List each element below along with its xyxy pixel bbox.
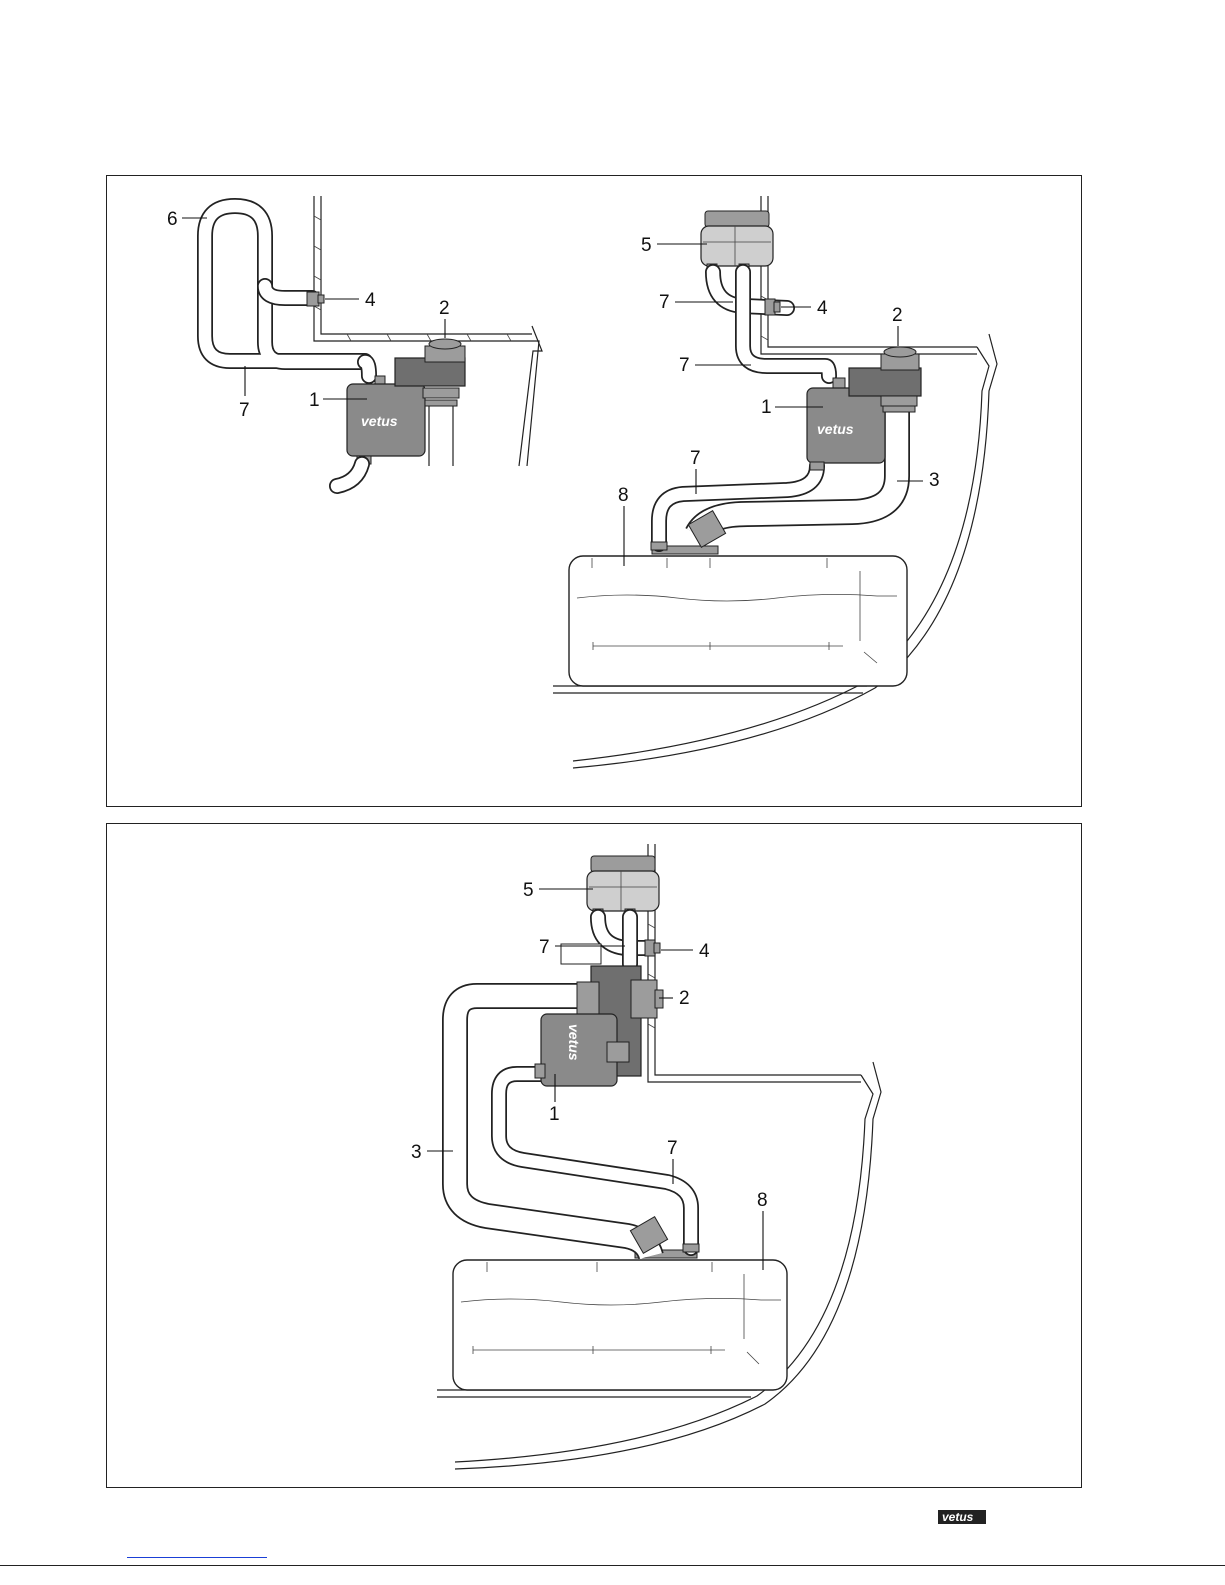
label-2-right: 2 <box>892 305 903 326</box>
vetus-logo-icon: vetus <box>938 1508 990 1526</box>
label-4-bottom: 4 <box>699 941 710 962</box>
label-7a-bottom: 7 <box>539 937 550 958</box>
label-8-bottom: 8 <box>757 1190 768 1211</box>
label-7a-right: 7 <box>659 292 670 313</box>
diagram-panel-bottom: vetus 5 7 4 2 1 3 7 8 <box>106 823 1082 1488</box>
bottom-filter-icon <box>587 856 659 917</box>
label-8-right: 8 <box>618 485 629 506</box>
left-vent-fitting <box>307 292 319 306</box>
label-5-bottom: 5 <box>523 880 534 901</box>
label-4-right: 4 <box>817 298 828 319</box>
bottom-muffler-brand: vetus <box>566 1024 582 1061</box>
label-6: 6 <box>167 209 178 230</box>
label-7b-right: 7 <box>679 355 690 376</box>
label-1-right: 1 <box>761 397 772 418</box>
svg-text:vetus: vetus <box>942 1510 974 1524</box>
right-holding-tank-icon <box>569 546 907 686</box>
bottom-holding-tank-icon <box>453 1250 787 1390</box>
diagram-bottom-svg: vetus 5 7 4 2 1 3 7 8 <box>107 824 1083 1489</box>
label-2-left: 2 <box>439 298 450 319</box>
label-7c-right: 7 <box>690 448 701 469</box>
label-2-bottom: 2 <box>679 988 690 1009</box>
label-5-right: 5 <box>641 235 652 256</box>
label-7-left: 7 <box>239 400 250 421</box>
left-hose-loop <box>205 206 365 362</box>
label-1-bottom: 1 <box>549 1104 560 1125</box>
label-4-left: 4 <box>365 290 376 311</box>
diagram-top-svg: vetus 6 4 2 7 1 <box>107 176 1083 808</box>
label-3-bottom: 3 <box>411 1142 422 1163</box>
label-1-left: 1 <box>309 390 320 411</box>
right-filter-icon <box>701 211 773 272</box>
left-muffler-brand: vetus <box>361 413 398 429</box>
right-muffler-brand: vetus <box>817 421 854 437</box>
diagram-panel-top: vetus 6 4 2 7 1 <box>106 175 1082 807</box>
footer-rule <box>0 1565 1225 1566</box>
label-7b-bottom: 7 <box>667 1138 678 1159</box>
footer-link-underline[interactable] <box>127 1557 267 1558</box>
label-3-right: 3 <box>929 470 940 491</box>
